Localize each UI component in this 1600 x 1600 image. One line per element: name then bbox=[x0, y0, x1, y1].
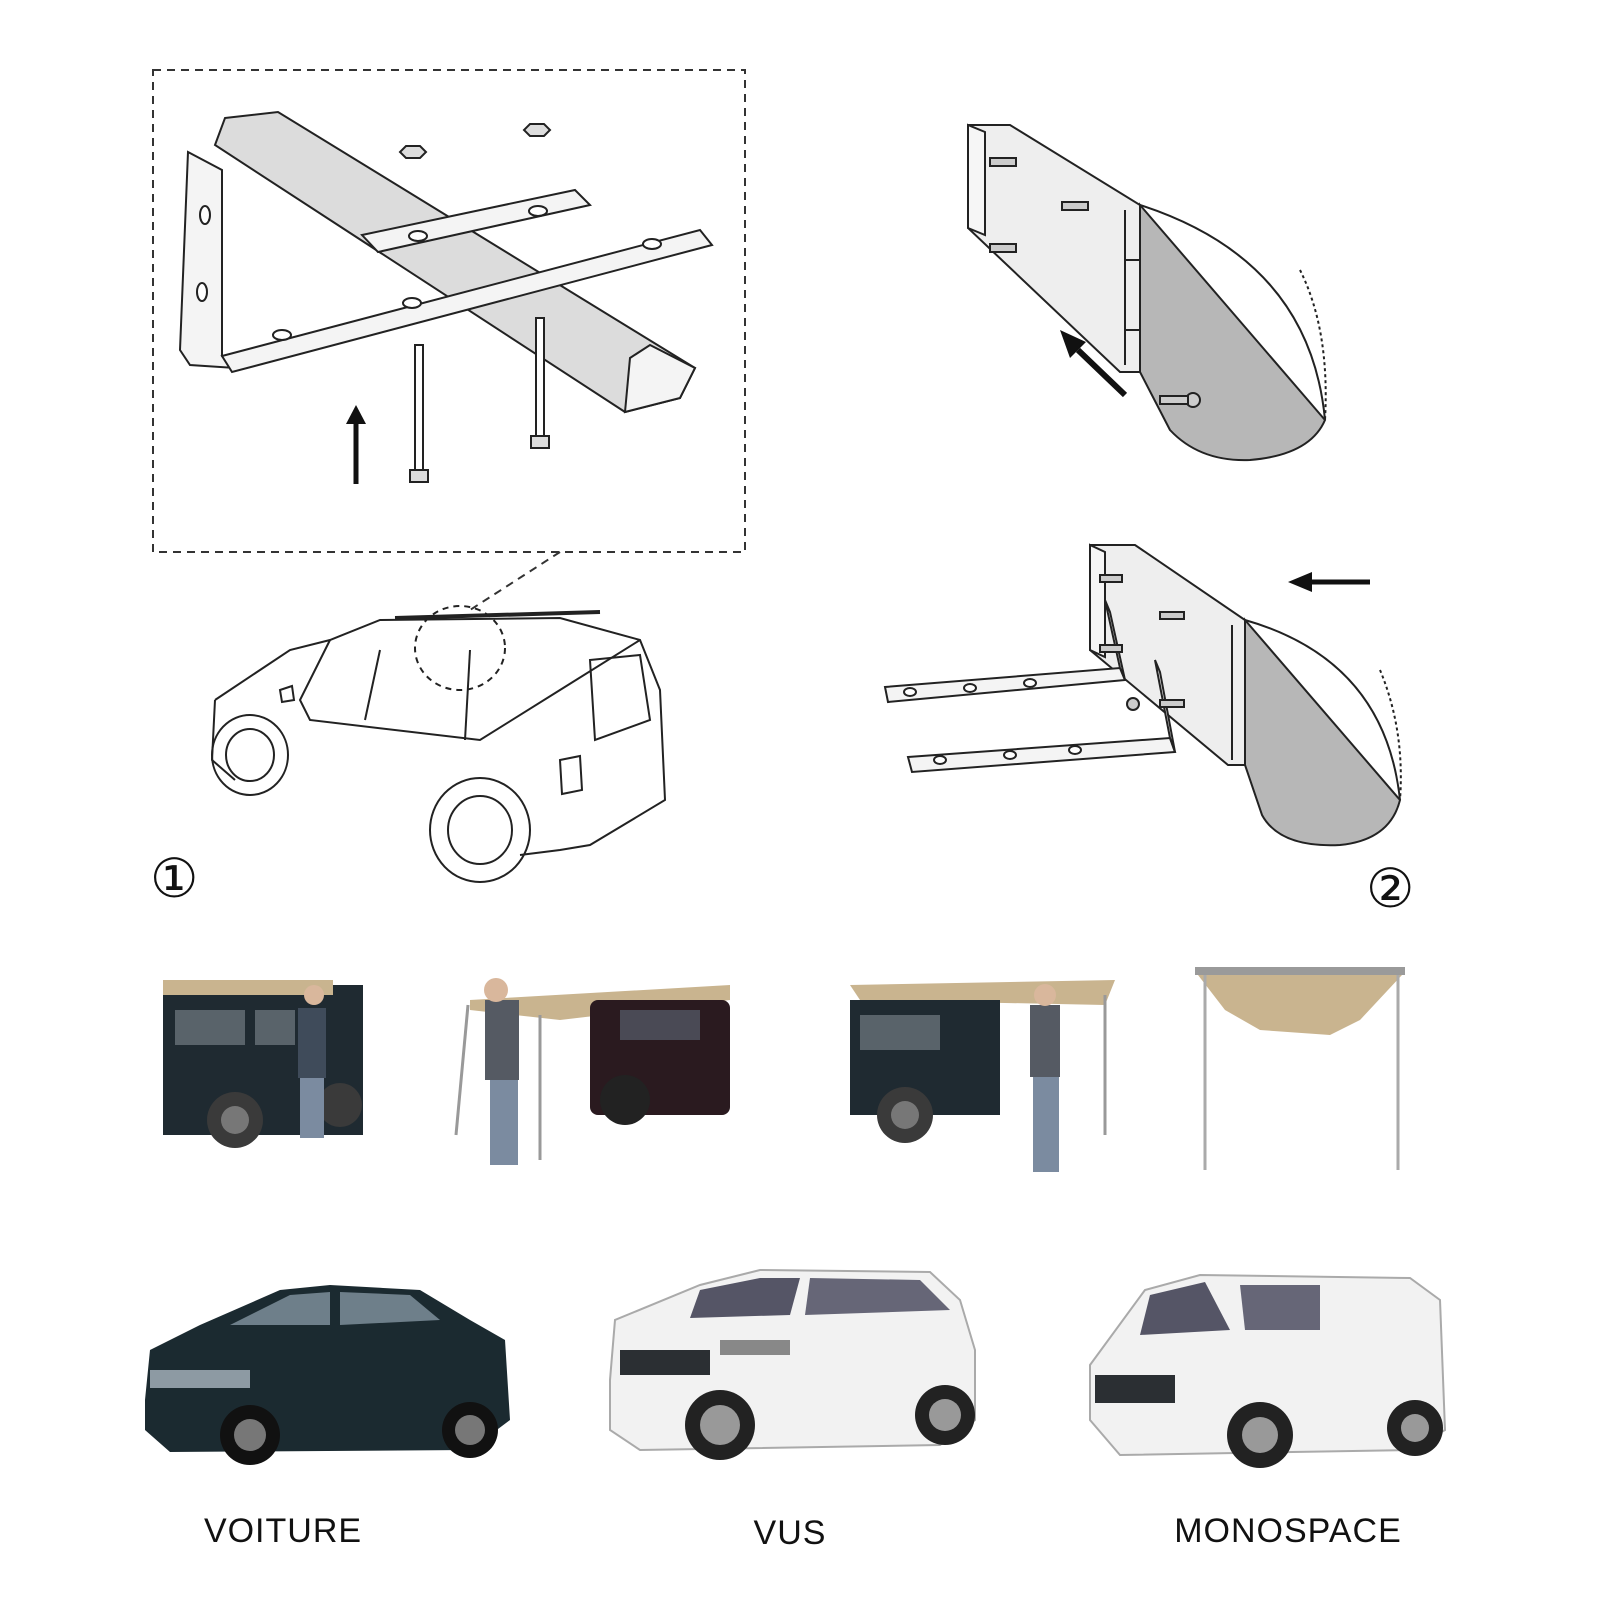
nut-icon bbox=[398, 145, 428, 159]
suv-image bbox=[609, 1268, 976, 1460]
mounting-bracket-arms bbox=[883, 599, 1177, 774]
bracket-lower-arm bbox=[220, 228, 714, 374]
zoom-connector-line bbox=[469, 551, 561, 611]
sedan-image bbox=[145, 1285, 510, 1465]
awning-rail-bottom bbox=[1089, 543, 1402, 847]
bracket-hole bbox=[196, 282, 208, 302]
deploy-photo-1 bbox=[163, 980, 363, 1148]
nut-icon bbox=[522, 123, 552, 137]
bolt-head bbox=[409, 469, 429, 483]
deploy-photo-4 bbox=[1195, 967, 1405, 1170]
up-arrow-head bbox=[346, 405, 366, 424]
step-number-1: ① bbox=[150, 847, 199, 910]
deploy-photo-3 bbox=[850, 980, 1115, 1172]
bracket-hole bbox=[272, 329, 292, 341]
bracket-hole bbox=[402, 297, 422, 309]
bracket-hole bbox=[199, 205, 211, 225]
bracket-hole bbox=[408, 230, 428, 242]
roof-rail-end bbox=[623, 343, 697, 414]
bracket-hole bbox=[528, 205, 548, 217]
vehicle-label-van: MONOSPACE bbox=[1174, 1512, 1402, 1550]
bolt-head bbox=[530, 435, 550, 449]
slide-arrow-icon bbox=[1075, 347, 1128, 398]
left-arrow-head bbox=[1288, 572, 1312, 592]
step-number-2: ② bbox=[1366, 857, 1415, 920]
bracket-hole bbox=[903, 678, 1082, 765]
suv-line-drawing bbox=[210, 605, 667, 883]
screw-icon bbox=[1099, 574, 1185, 711]
deploy-photo-2 bbox=[454, 978, 730, 1165]
slide-arrow-head bbox=[1060, 330, 1086, 358]
vehicle-label-suv: VUS bbox=[753, 1514, 827, 1552]
screw-icon bbox=[989, 157, 1201, 408]
bracket-hole bbox=[642, 238, 662, 250]
zoom-detail-frame bbox=[152, 69, 746, 553]
vehicle-label-sedan: VOITURE bbox=[203, 1512, 363, 1550]
van-image bbox=[1089, 1273, 1447, 1468]
